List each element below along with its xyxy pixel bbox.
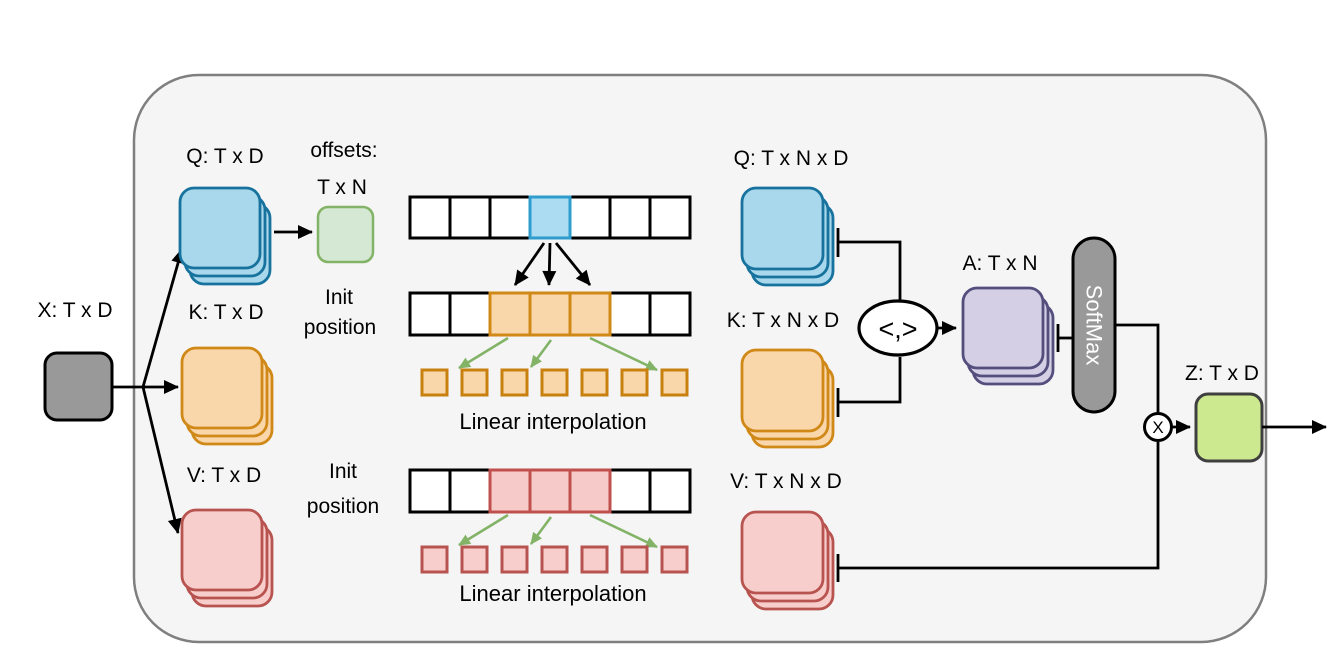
- q-left-stack: [178, 186, 272, 286]
- cell: [648, 468, 692, 514]
- cell: [648, 291, 692, 337]
- k-left-stack: [180, 346, 274, 446]
- init-top-line2: position: [304, 316, 376, 339]
- stack-layer: [180, 346, 264, 430]
- highlighted-cell: [528, 291, 572, 337]
- cell: [540, 545, 569, 574]
- cell: [540, 368, 569, 397]
- cell: [580, 368, 609, 397]
- green-arrow-value-middle: [529, 516, 553, 545]
- green-arrow-key-left: [458, 336, 509, 370]
- q-to-innerproduct-line: [838, 240, 902, 300]
- cell: [620, 545, 649, 574]
- cell: [608, 195, 652, 240]
- cell: [460, 545, 489, 574]
- green-arrow-key-middle: [529, 339, 553, 368]
- stack-layer: [740, 348, 825, 433]
- key-timeline-row: [408, 291, 692, 337]
- cell: [660, 545, 689, 574]
- stack-layer: [740, 186, 825, 271]
- softmax-label: SoftMax: [1082, 285, 1107, 366]
- q-left-label: Q: T x D: [186, 145, 263, 168]
- cell: [488, 195, 532, 240]
- input-label: X: T x D: [37, 299, 112, 322]
- v-to-multiply-line: [838, 442, 1160, 570]
- arrow-x-to-q: [141, 248, 185, 388]
- query-timeline-row: [408, 195, 692, 240]
- linear-interp-bottom-label: Linear interpolation: [459, 581, 646, 606]
- cell: [568, 195, 612, 240]
- green-arrow-value-left: [458, 513, 509, 547]
- cell: [420, 545, 449, 574]
- cell: [660, 368, 689, 397]
- inner-product-symbol: <,>: [878, 314, 917, 344]
- init-bottom-line1: Init: [329, 460, 357, 483]
- arrow-offset-middle: [542, 242, 557, 286]
- key-samples-row: [420, 368, 689, 397]
- arrow-offset-right: [554, 242, 592, 286]
- q-right-stack: [740, 186, 835, 287]
- stack-layer: [180, 508, 264, 592]
- highlighted-cell: [528, 468, 572, 514]
- stack-layer: [961, 286, 1045, 370]
- v-left-stack: [180, 508, 274, 608]
- highlighted-cell: [568, 291, 612, 337]
- highlighted-cell: [488, 291, 532, 337]
- attention-label: A: T x N: [962, 252, 1037, 275]
- output-box: [1194, 392, 1264, 463]
- k-left-label: K: T x D: [188, 301, 263, 324]
- cell: [608, 468, 652, 514]
- k-to-innerproduct-line: [838, 357, 902, 404]
- softmax-to-multiply-line: [1115, 323, 1160, 412]
- cell: [500, 368, 529, 397]
- init-top-line1: Init: [325, 286, 353, 309]
- v-right-stack: [740, 510, 835, 611]
- arrow-offset-left: [513, 242, 546, 286]
- cell: [448, 291, 492, 337]
- stack-layer: [740, 510, 825, 595]
- multiply-symbol: X: [1152, 418, 1163, 437]
- attention-stack: [961, 286, 1055, 386]
- green-arrow-key-right: [589, 336, 658, 372]
- value-samples-row: [420, 545, 689, 574]
- input-box: [43, 351, 114, 422]
- cell: [408, 291, 452, 337]
- cell: [408, 468, 452, 514]
- output-label: Z: T x D: [1185, 362, 1259, 385]
- multiply-node: [1143, 412, 1173, 442]
- cell: [448, 468, 492, 514]
- highlighted-cell: [568, 468, 612, 514]
- green-arrow-value-right: [589, 513, 658, 549]
- v-left-label: V: T x D: [187, 464, 261, 487]
- highlighted-cell: [528, 195, 572, 240]
- offsets-label-line1: offsets:: [310, 139, 377, 162]
- k-right-label: K: T x N x D: [727, 309, 839, 332]
- cell: [608, 291, 652, 337]
- value-timeline-row: [408, 468, 692, 514]
- cell: [408, 195, 452, 240]
- cell: [448, 195, 492, 240]
- stack-layer: [178, 186, 262, 270]
- q-right-label: Q: T x N x D: [734, 147, 849, 170]
- cell: [460, 368, 489, 397]
- cell: [500, 545, 529, 574]
- cell: [420, 368, 449, 397]
- offsets-label-line2: T x N: [317, 176, 367, 199]
- offsets-box: [316, 205, 375, 264]
- init-bottom-line2: position: [307, 495, 379, 518]
- cell: [620, 368, 649, 397]
- arrow-x-to-v: [141, 386, 182, 534]
- cell: [648, 195, 692, 240]
- k-right-stack: [740, 348, 835, 449]
- cell: [580, 545, 609, 574]
- linear-interp-top-label: Linear interpolation: [459, 409, 646, 434]
- highlighted-cell: [488, 468, 532, 514]
- v-right-label: V: T x N x D: [730, 470, 842, 493]
